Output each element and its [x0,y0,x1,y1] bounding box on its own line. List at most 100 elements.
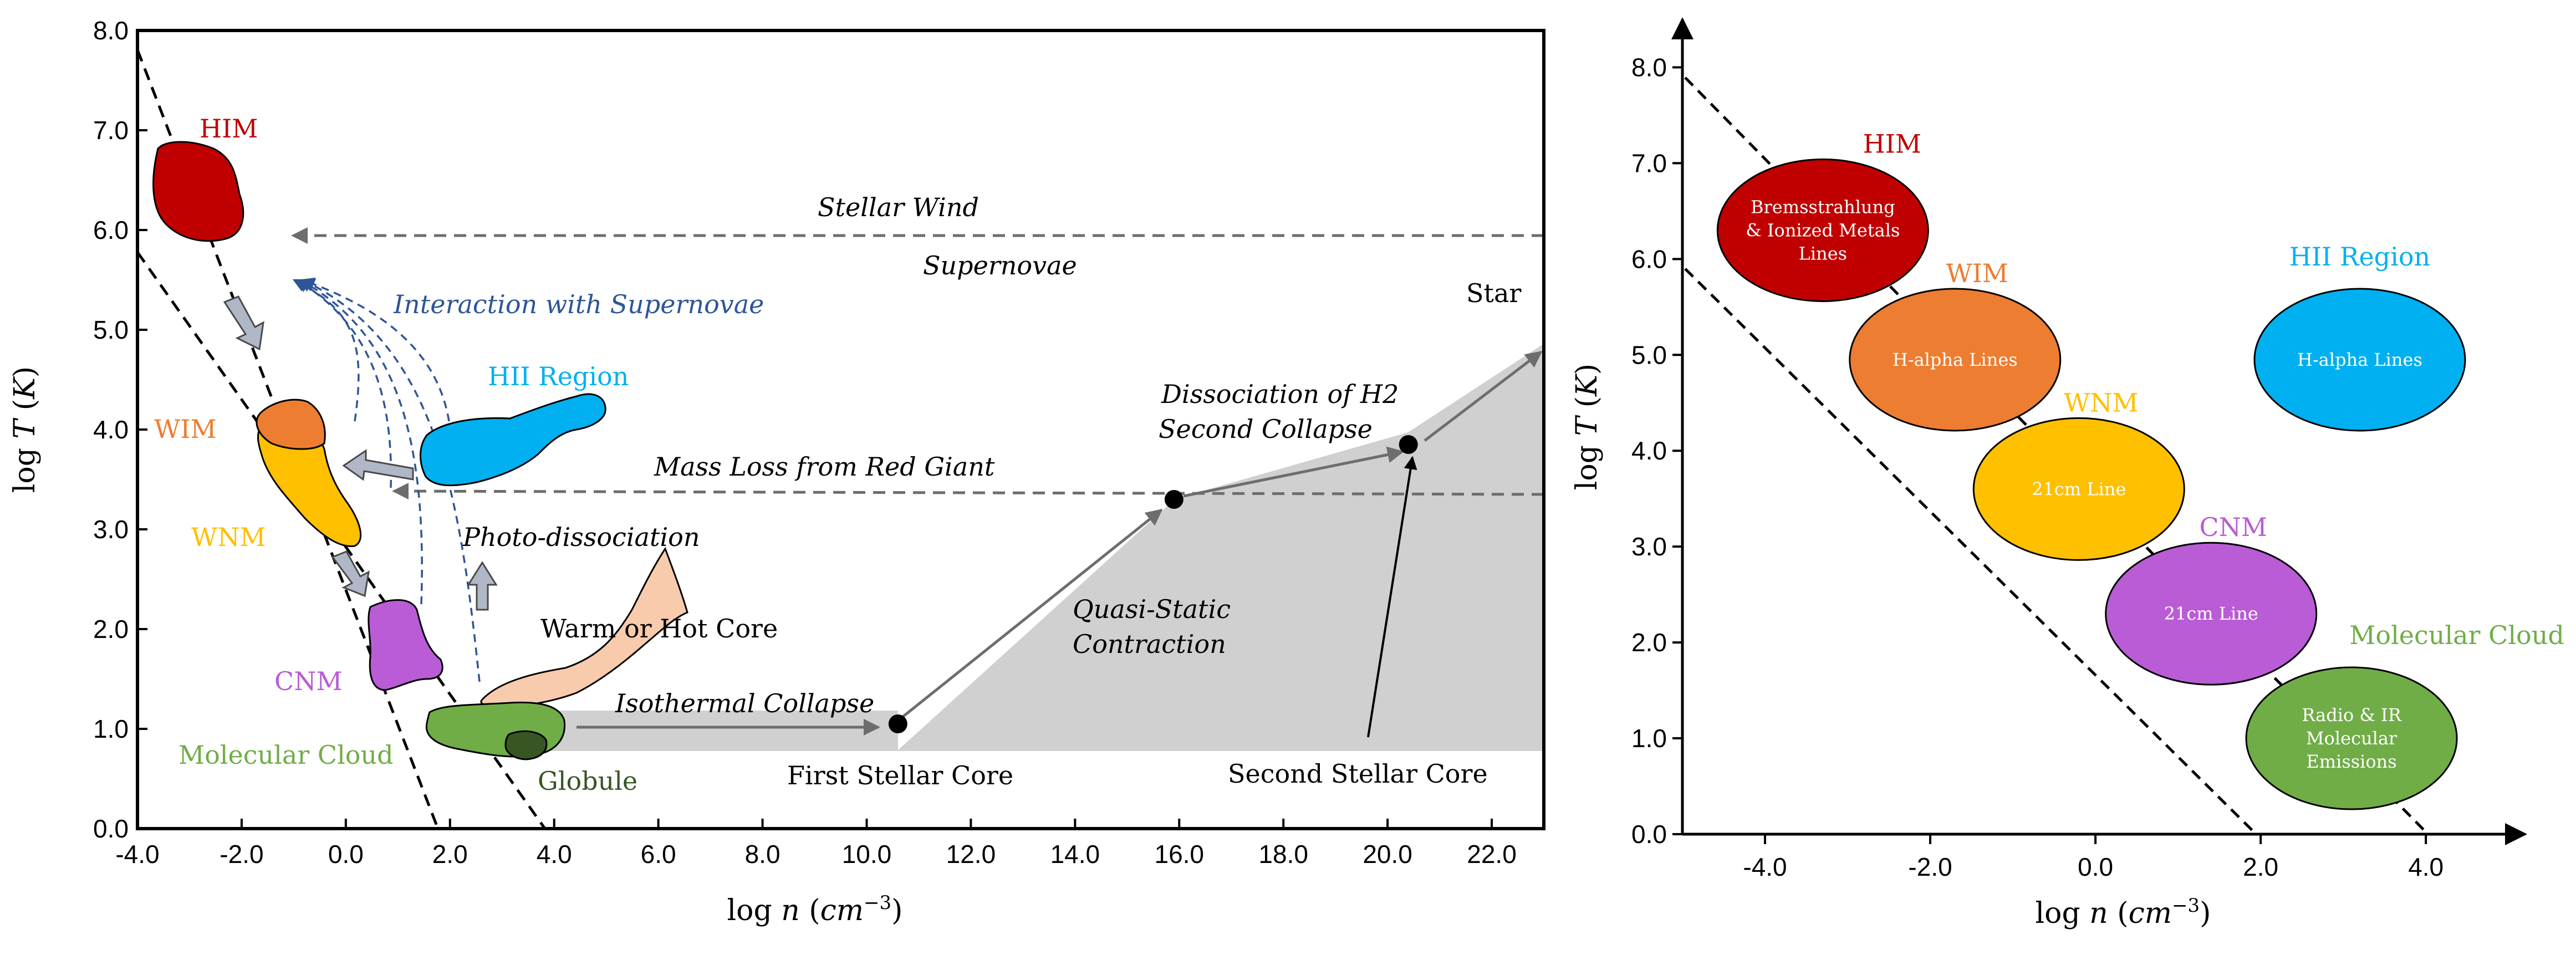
label-wim: WIM [154,414,217,444]
bubble-label: CNM [2199,512,2267,542]
left-y-axis-label: log T (K) [8,366,42,493]
left-x-tick-label: 12.0 [946,840,996,869]
phase-transition-arrows [223,295,498,611]
bubble-text: Lines [1799,243,1847,264]
bubble-label: WIM [1946,258,2008,288]
right-y-tick-label: 1.0 [1631,724,1667,753]
left-x-tick-label: 0.0 [328,840,364,869]
track-point [1164,490,1184,509]
label-molecular-cloud: Molecular Cloud [178,740,394,770]
ann-interaction-supernovae: Interaction with Supernovae [393,289,764,319]
left-y-tick-label: 1.0 [93,714,129,743]
right-y-axis-label: log T (K) [1570,364,1604,490]
wim-region [256,399,326,450]
hii-region [420,393,606,487]
bubble-cnm: 21cm Line CNM [2105,512,2318,686]
left-x-tick-label: -2.0 [220,840,263,869]
right-guide-lower [1684,268,2257,835]
bubble-label: Molecular Cloud [2349,620,2564,650]
bubble-label: WNM [2064,387,2139,417]
bubble-text: Molecular [2306,728,2398,749]
h2-dissociation-arrow [1183,446,1404,498]
ann-stellar-wind: Stellar Wind [818,192,979,222]
mass-loss-arrow [392,483,1544,500]
right-y-tick-label: 5.0 [1631,340,1667,369]
left-x-tick-label: 18.0 [1258,840,1308,869]
label-him: HIM [200,114,258,144]
left-y-tick-label: 0.0 [93,814,129,843]
left-x-tick-label: 22.0 [1467,840,1517,869]
right-x-tick-label: -2.0 [1908,852,1952,881]
cnm-region [368,599,443,691]
left-y-tick-label: 5.0 [93,315,129,344]
ann-photo-dissociation: Photo-dissociation [462,522,700,552]
second-core-pointer [1367,456,1417,738]
left-y-tick-label: 6.0 [93,216,129,244]
label-cnm: CNM [274,666,343,696]
right-y-tick-label: 7.0 [1631,149,1667,177]
bubble-wim: H-alpha Lines WIM [1849,258,2062,432]
ann-dissociation-1: Dissociation of H2 [1161,379,1399,409]
right-x-tick-label: 4.0 [2408,852,2444,881]
bubble-text: 21cm Line [2164,603,2258,624]
collapse-region-base [537,711,898,751]
left-x-tick-label: 20.0 [1363,840,1412,869]
bubble-text: 21cm Line [2032,478,2126,499]
bubble-wnm: 21cm Line WNM [1972,387,2185,561]
bubble-ellipse [1716,158,1929,302]
bubble-ellipse [2253,288,2466,432]
bubble-ellipse [1972,417,2185,561]
label-second-stellar-core: Second Stellar Core [1228,759,1488,789]
left-x-tick-label: 14.0 [1050,840,1100,869]
right-y-tick-label: 2.0 [1631,628,1667,657]
left-x-tick-label: 6.0 [641,840,676,869]
ann-mass-loss: Mass Loss from Red Giant [654,452,995,482]
bubble-text: & Ionized Metals [1746,219,1900,241]
ann-isothermal-collapse: Isothermal Collapse [615,688,874,718]
collapse-region [537,344,1544,751]
track-point [1399,435,1418,454]
globule-region [504,730,548,760]
bubble-text: Bremsstrahlung [1751,196,1895,217]
left-y-tick-label: 7.0 [93,116,129,145]
left-y-tick-label: 2.0 [93,615,129,644]
left-x-tick-label: 4.0 [537,840,572,869]
ann-quasi-static-2: Contraction [1073,629,1226,659]
ann-supernovae: Supernovae [923,251,1077,280]
right-x-tick-label: -4.0 [1743,852,1787,881]
bubble-ellipse [1849,288,2062,432]
label-globule: Globule [538,766,637,796]
left-x-tick-label: 8.0 [745,840,781,869]
label-warm-hot-core: Warm or Hot Core [540,614,778,644]
left-y-tick-label: 3.0 [93,515,129,544]
bubble-ellipse [2105,542,2318,686]
bubble-text: H-alpha Lines [1893,349,2018,370]
left-y-tick-label: 8.0 [93,16,129,45]
left-x-tick-label: 10.0 [842,840,892,869]
right-y-tick-label: 0.0 [1631,820,1667,849]
supernova-interaction-curves [292,277,481,682]
bubble-ellipse [2245,666,2458,810]
left-y-tick-label: 4.0 [93,415,129,444]
bubble-text: Emissions [2306,751,2396,772]
bubble-label: HII Region [2289,242,2430,272]
ann-star: Star [1466,278,1521,308]
right-y-tick-label: 6.0 [1631,244,1667,273]
right-y-ticks: 0.01.02.03.04.05.06.07.08.0 [1631,53,1682,849]
label-wnm: WNM [191,522,266,552]
left-y-ticks: 0.0 1.0 2.0 3.0 4.0 5.0 6.0 7.0 8.0 [93,16,147,843]
label-hii-region: HII Region [488,361,629,391]
right-y-tick-label: 4.0 [1631,436,1667,465]
right-y-tick-label: 3.0 [1631,532,1667,561]
quasi-static-arrow [897,509,1163,722]
ann-dissociation-2: Second Collapse [1159,414,1373,444]
left-x-tick-label: -4.0 [115,840,159,869]
label-first-stellar-core: First Stellar Core [787,760,1013,790]
bubble-label: HIM [1863,129,1921,159]
